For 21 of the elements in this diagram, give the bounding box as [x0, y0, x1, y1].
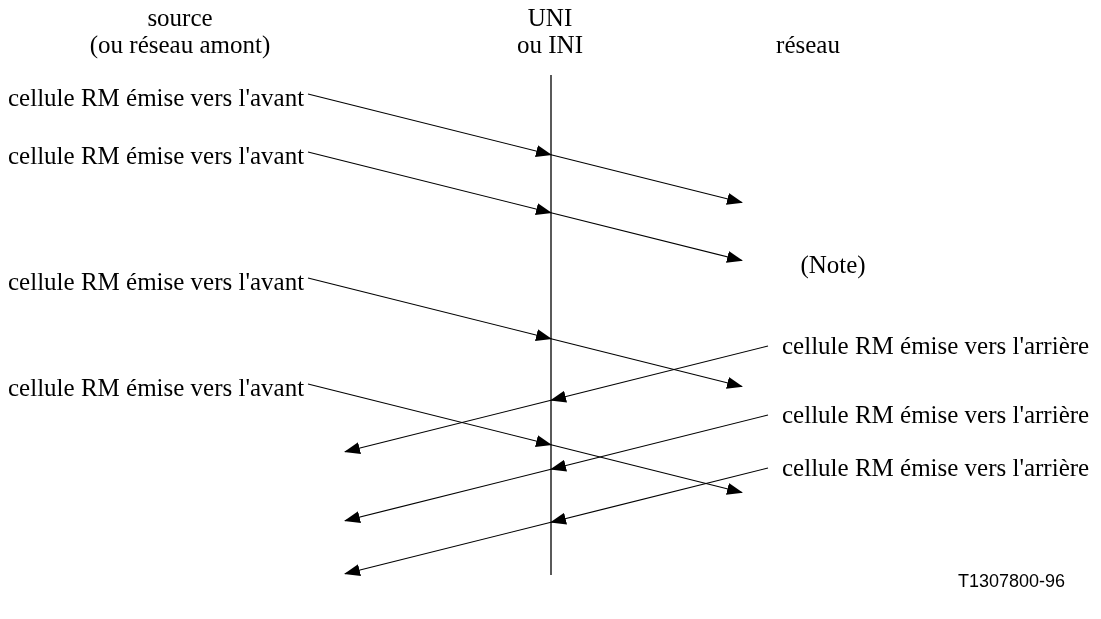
- message-label: cellule RM émise vers l'avant: [8, 84, 305, 112]
- label-text: source: [146, 4, 214, 32]
- label-text: ou INI: [516, 31, 584, 59]
- label-text: T1307800-96: [958, 570, 1067, 592]
- label-text: réseau: [775, 31, 841, 59]
- message-label: cellule RM émise vers l'arrière: [782, 332, 1090, 360]
- arrow: [307, 383, 743, 495]
- message-label: cellule RM émise vers l'arrière: [782, 401, 1090, 429]
- message-label: cellule RM émise vers l'avant: [8, 268, 305, 296]
- arrow: [307, 93, 743, 205]
- arrow: [307, 151, 743, 263]
- message-label: cellule RM émise vers l'avant: [8, 374, 305, 402]
- message-label: cellule RM émise vers l'arrière: [782, 454, 1090, 482]
- arrow: [344, 467, 769, 576]
- arrow: [307, 277, 743, 389]
- label-text: (Note): [799, 251, 867, 279]
- label-text: UNI: [526, 4, 574, 32]
- message-label: cellule RM émise vers l'avant: [8, 142, 305, 170]
- arrow: [344, 345, 769, 454]
- label-text: (ou réseau amont): [88, 31, 272, 59]
- arrow: [344, 414, 769, 523]
